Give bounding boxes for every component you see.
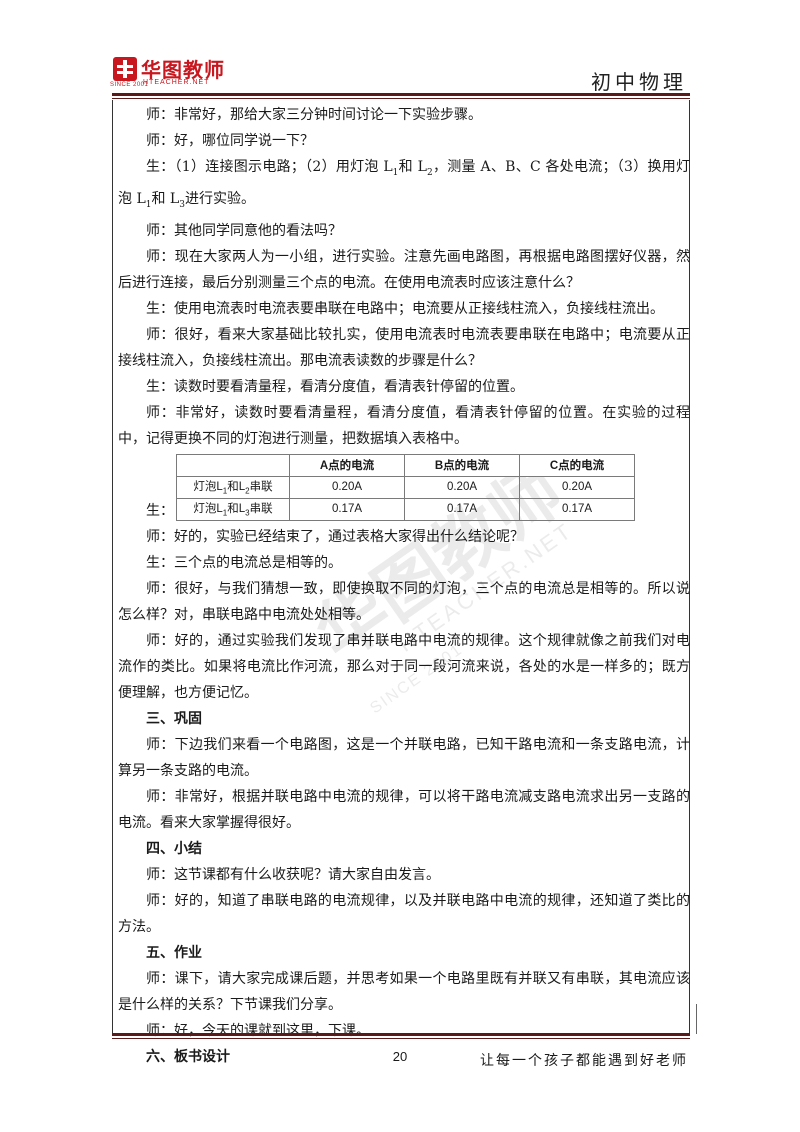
section-heading: 三、巩固 — [146, 710, 202, 727]
lesson-content: 师：非常好，那给大家三分钟时间讨论一下实验步骤。师：好，哪位同学说一下？ 生：（1… — [118, 102, 690, 1070]
dialogue-paragraph: 师：好，哪位同学说一下？ — [146, 133, 314, 149]
table-header-cell: B点的电流 — [404, 453, 520, 477]
footer-rule — [112, 1033, 690, 1036]
content-frame — [112, 100, 690, 1034]
table-row-label: 灯泡L1和L2串联 — [176, 475, 290, 499]
margin-bar — [696, 1004, 697, 1034]
dialogue-paragraph: 师：非常好，根据并联电路中电流的规律，可以将干路电流减支路电流求出另一支路的电流… — [118, 788, 690, 831]
header-rule-thin — [112, 98, 690, 99]
logo-text: 华图教师 — [141, 58, 225, 82]
dialogue-paragraph: 生：读数时要看清量程，看清分度值，看清表针停留的位置。 — [146, 378, 524, 395]
dialogue-paragraph: 师：下边我们来看一个电路图，这是一个并联电路，已知干路电流和一条支路电流，计算另… — [118, 736, 690, 779]
dialogue-paragraph: 师：好的，知道了串联电路的电流规律，以及并联电路中电流的规律，还知道了类比的方法… — [118, 892, 690, 935]
table-row: 灯泡L1和L3串联 0.17A 0.17A 0.17A — [176, 497, 635, 521]
dialogue-paragraph: 师：很好，与我们猜想一致，即使换取不同的灯泡，三个点的电流总是相等的。所以说怎么… — [118, 580, 690, 623]
table-header-cell — [176, 453, 290, 477]
section-heading: 四、小结 — [146, 840, 202, 857]
table-lead: 生： — [146, 502, 174, 519]
dialogue-paragraph: 师：现在大家两人为一小组，进行实验。注意先画电路图，再根据电路图摆好仪器，然后进… — [118, 248, 690, 291]
table-cell: 0.17A — [404, 497, 520, 521]
table-cell: 0.20A — [404, 475, 520, 499]
table-row: 灯泡L1和L2串联 0.20A 0.20A 0.20A — [176, 475, 635, 499]
dialogue-paragraph: 师：非常好，读数时要看清量程，看清分度值，看清表针停留的位置。在实验的过程中，记… — [118, 404, 690, 447]
page-number: 20 — [392, 1049, 408, 1064]
data-table-block: A点的电流 B点的电流 C点的电流 灯泡L1和L2串联 0.20A 0.20A … — [118, 453, 690, 524]
dialogue-paragraph: 师：好的，实验已经结束了，通过表格大家得出什么结论呢？ — [146, 528, 524, 545]
dialogue-block-1: 师：非常好，那给大家三分钟时间讨论一下实验步骤。师：好，哪位同学说一下？ 生：（1… — [118, 102, 690, 452]
dialogue-paragraph: 师：非常好，那给大家三分钟时间讨论一下实验步骤。 — [146, 107, 482, 123]
table-cell: 0.17A — [289, 497, 405, 521]
logo-icon — [113, 57, 137, 81]
table-header-cell: A点的电流 — [289, 453, 405, 477]
dialogue-paragraph: 生：（1）连接图示电路；（2）用灯泡 L1和 L2，测量 A、B、C 各处电流；… — [118, 159, 690, 210]
header-rule — [112, 93, 690, 96]
dialogue-paragraph: 生：使用电流表时电流表要串联在电路中；电流要从正接线柱流入，负接线柱流出。 — [146, 300, 664, 317]
dialogue-paragraph: 师：很好，看来大家基础比较扎实，使用电流表时电流表要串联在电路中；电流要从正接线… — [118, 326, 690, 369]
table-header-cell: C点的电流 — [519, 453, 635, 477]
logo-url: HTEACHER.NET — [143, 79, 210, 86]
data-table: A点的电流 B点的电流 C点的电流 灯泡L1和L2串联 0.20A 0.20A … — [176, 453, 635, 521]
dialogue-paragraph: 生：三个点的电流总是相等的。 — [146, 554, 342, 571]
table-header-row: A点的电流 B点的电流 C点的电流 — [176, 453, 635, 477]
table-cell: 0.20A — [289, 475, 405, 499]
dialogue-paragraph: 师：好的，通过实验我们发现了串并联电路中电流的规律。这个规律就像之前我们对电流作… — [118, 632, 690, 701]
footer-rule-thin — [112, 1038, 690, 1039]
page-header: SINCE 2001 华图教师 HTEACHER.NET 初中物理 — [0, 0, 800, 100]
dialogue-block-2: 师：好的，实验已经结束了，通过表格大家得出什么结论呢？ 生：三个点的电流总是相等的… — [118, 524, 690, 1070]
logo-since: SINCE 2001 — [110, 82, 149, 88]
dialogue-paragraph: 师：其他同学同意他的看法吗？ — [146, 222, 342, 239]
footer-slogan: 让每一个孩子都能遇到好老师 — [480, 1053, 688, 1069]
dialogue-paragraph: 师：课下，请大家完成课后题，并思考如果一个电路里既有并联又有串联，其电流应该是什… — [118, 970, 690, 1013]
dialogue-paragraph: 师：这节课都有什么收获呢？请大家自由发言。 — [146, 866, 440, 883]
section-heading: 五、作业 — [146, 944, 202, 961]
section-heading: 六、板书设计 — [146, 1048, 230, 1065]
dialogue-paragraph: 师：好，今天的课就到这里，下课。 — [146, 1022, 370, 1039]
table-cell: 0.17A — [519, 497, 635, 521]
table-cell: 0.20A — [519, 475, 635, 499]
subject-title: 初中物理 — [591, 70, 687, 94]
table-row-label: 灯泡L1和L3串联 — [176, 497, 290, 521]
